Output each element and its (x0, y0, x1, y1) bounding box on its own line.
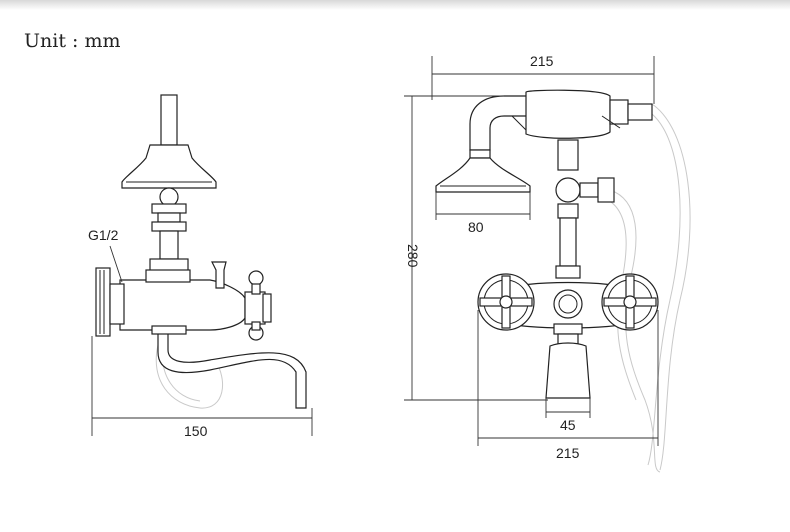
side-handle-stem-top (251, 283, 261, 295)
side-nut-2 (157, 212, 181, 223)
front-left-handle (477, 273, 535, 331)
side-handle-hub (244, 291, 266, 325)
front-height-label: 280 (405, 244, 421, 268)
side-spout (157, 329, 307, 409)
front-handset-connector (627, 103, 653, 121)
side-body (119, 279, 246, 331)
front-top-width-label: 215 (530, 53, 554, 69)
side-handle-stem-bottom (251, 321, 261, 331)
front-column-stem (559, 217, 577, 267)
front-handset-body (525, 89, 611, 139)
front-column-base (555, 265, 581, 279)
front-column-top (557, 139, 579, 171)
front-spout-collar (553, 323, 583, 335)
side-wall-flange (95, 267, 111, 337)
thread-size-label: G1/2 (88, 227, 119, 243)
side-nut-1 (151, 203, 187, 214)
side-ball-joint (159, 187, 179, 207)
front-handset-end (609, 99, 629, 125)
side-body-top-collar (145, 269, 191, 283)
side-width-label: 150 (184, 423, 208, 439)
side-column (159, 230, 179, 260)
front-head-width-label: 80 (468, 219, 484, 235)
front-spout-width-label: 45 (560, 417, 576, 433)
front-spout (545, 342, 591, 399)
front-side-outlet-nut (597, 177, 615, 203)
front-view: 215 280 80 45 215 (404, 53, 691, 473)
top-fade-band (0, 0, 790, 10)
side-handle-cap (262, 293, 272, 323)
front-bottom-width-label: 215 (556, 445, 580, 461)
unit-label: Unit : mm (24, 30, 121, 52)
front-hose-inner (647, 113, 681, 466)
front-hose-outer (651, 103, 691, 471)
side-hose (155, 344, 223, 409)
side-spout-collar (151, 325, 187, 335)
front-center-hub (553, 289, 583, 319)
front-handset-cradle (511, 115, 621, 131)
side-view: G1/2 150 (88, 94, 313, 439)
front-hose-lower (609, 189, 661, 473)
front-shower-bell (435, 157, 531, 193)
front-side-outlet (579, 182, 599, 198)
front-ball-joint (555, 177, 581, 203)
front-right-handle (601, 273, 659, 331)
side-diverter-lever (211, 261, 227, 289)
thread-leader-line (109, 245, 123, 283)
side-connector (109, 283, 125, 325)
side-shower-bell (121, 144, 217, 189)
side-riser-pipe (160, 94, 178, 146)
front-head-neck (469, 149, 491, 159)
front-column-nut-1 (557, 203, 579, 219)
side-handle-knob-top (248, 270, 264, 286)
side-column-base (149, 258, 189, 272)
side-nut-3 (151, 221, 187, 232)
